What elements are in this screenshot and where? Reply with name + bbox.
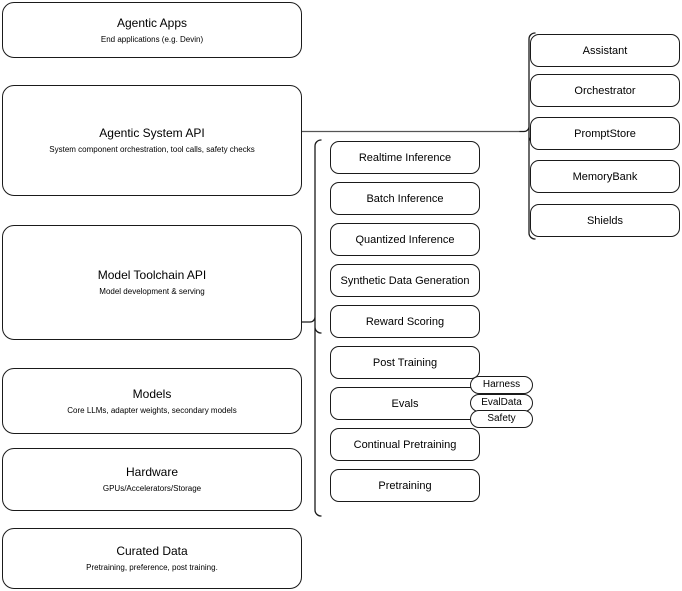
capability-label: Reward Scoring <box>365 315 445 328</box>
layer-box-hardware[interactable]: Hardware GPUs/Accelerators/Storage <box>2 448 302 511</box>
capability-box-realtime-inference[interactable]: Realtime Inference <box>330 141 480 174</box>
layer-subtitle: System component orchestration, tool cal… <box>49 145 255 154</box>
layer-subtitle: End applications (e.g. Devin) <box>100 34 204 44</box>
layer-box-agentic-apps[interactable]: Agentic Apps End applications (e.g. Devi… <box>2 2 302 58</box>
layer-box-agentic-system-api[interactable]: Agentic System API System component orch… <box>2 85 302 196</box>
capability-label: Quantized Inference <box>355 233 455 246</box>
layer-box-models[interactable]: Models Core LLMs, adapter weights, secon… <box>2 368 302 434</box>
capability-box-evals[interactable]: Evals <box>330 387 480 420</box>
system-component-box-shields[interactable]: Shields <box>530 204 680 237</box>
capability-box-quantized-inference[interactable]: Quantized Inference <box>330 223 480 256</box>
layer-subtitle: Pretraining, preference, post training. <box>86 563 218 572</box>
capability-label: Batch Inference <box>366 192 444 205</box>
system-component-label: Shields <box>586 214 624 227</box>
layer-title: Agentic Apps <box>116 15 188 30</box>
layer-title: Curated Data <box>116 544 188 558</box>
capability-label: Pretraining <box>378 479 432 492</box>
layer-title: Models <box>132 386 172 401</box>
capability-box-pretraining[interactable]: Pretraining <box>330 469 480 502</box>
system-component-box-promptstore[interactable]: PromptStore <box>530 117 680 150</box>
capability-label: Evals <box>391 397 419 410</box>
capability-box-batch-inference[interactable]: Batch Inference <box>330 182 480 215</box>
capabilities-brace <box>301 139 322 517</box>
layer-title: Agentic System API <box>99 126 205 140</box>
system-component-box-assistant[interactable]: Assistant <box>530 34 680 67</box>
capability-label: Realtime Inference <box>358 151 452 164</box>
capability-label: Post Training <box>372 356 438 369</box>
system-component-box-memorybank[interactable]: MemoryBank <box>530 160 680 193</box>
eval-badge-safety[interactable]: Safety <box>470 410 533 428</box>
system-component-label: MemoryBank <box>572 170 638 183</box>
system-component-label: Assistant <box>582 44 628 57</box>
system-component-label: PromptStore <box>574 127 636 140</box>
capability-label: Continual Pretraining <box>353 438 457 451</box>
layer-subtitle: Core LLMs, adapter weights, secondary mo… <box>67 405 237 415</box>
system-component-label: Orchestrator <box>574 84 636 97</box>
layer-title: Model Toolchain API <box>97 268 207 282</box>
layer-box-curated-data[interactable]: Curated Data Pretraining, preference, po… <box>2 528 302 589</box>
capability-label: Synthetic Data Generation <box>340 274 470 287</box>
capability-box-continual-pretraining[interactable]: Continual Pretraining <box>330 428 480 461</box>
capability-box-synthetic-data-generation[interactable]: Synthetic Data Generation <box>330 264 480 297</box>
eval-badge-harness[interactable]: Harness <box>470 376 533 394</box>
layer-subtitle: Model development & serving <box>99 287 205 296</box>
layer-box-model-toolchain-api[interactable]: Model Toolchain API Model development & … <box>2 225 302 340</box>
capability-box-reward-scoring[interactable]: Reward Scoring <box>330 305 480 338</box>
capability-box-post-training[interactable]: Post Training <box>330 346 480 379</box>
layer-subtitle: GPUs/Accelerators/Storage <box>102 484 202 493</box>
system-component-box-orchestrator[interactable]: Orchestrator <box>530 74 680 107</box>
layer-title: Hardware <box>125 465 179 479</box>
